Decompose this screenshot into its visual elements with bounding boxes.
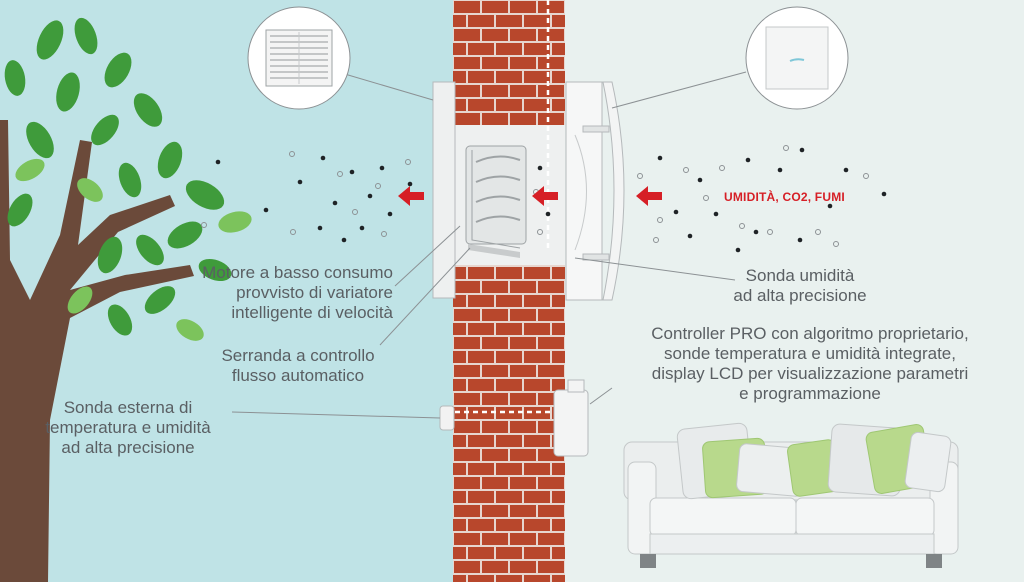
humidity-probe-label-line: Sonda umidità xyxy=(745,266,855,285)
particles xyxy=(201,145,887,253)
pollutants-label: UMIDITÀ, CO2, FUMI xyxy=(724,190,845,204)
controller-label: Controller PRO con algoritmo proprietari… xyxy=(600,324,1020,404)
external-probe-label-line: temperatura e umidità xyxy=(45,418,211,437)
motor-label-line: provvisto di variatore xyxy=(236,283,393,302)
motor-label-line: intelligente di velocità xyxy=(231,303,393,322)
external-probe-icon xyxy=(439,405,455,431)
flow-arrow-icon xyxy=(532,186,558,206)
controller-label-line: sonde temperatura e umidità integrate, xyxy=(663,344,956,363)
flow-arrow-icon xyxy=(398,186,424,206)
motor-label: Motore a basso consumo provvisto di vari… xyxy=(193,263,393,323)
shutter-icon xyxy=(465,145,527,258)
controller-label-line: Controller PRO con algoritmo proprietari… xyxy=(651,324,969,343)
controller-label-line: e programmazione xyxy=(739,384,881,403)
tree-icon xyxy=(0,17,252,582)
external-probe-label: Sonda esterna di temperatura e umidità a… xyxy=(28,398,228,458)
brick-wall xyxy=(453,0,565,582)
shutter-label: Serranda a controllo flusso automatico xyxy=(208,346,388,386)
controller-device xyxy=(553,379,589,457)
external-probe-label-line: Sonda esterna di xyxy=(63,398,193,417)
flow-arrows xyxy=(398,186,662,206)
motor-label-line: Motore a basso consumo xyxy=(202,263,393,282)
humidity-probe-label-line: ad alta precisione xyxy=(733,286,867,305)
sofa-icon xyxy=(623,422,959,568)
humidity-probe-label: Sonda umidità ad alta precisione xyxy=(710,266,890,306)
shutter-label-line: flusso automatico xyxy=(231,366,365,385)
fan-unit xyxy=(565,81,625,301)
wall-switch-icon xyxy=(745,6,849,110)
leader-lines xyxy=(231,71,747,419)
external-probe-label-line: ad alta precisione xyxy=(61,438,195,457)
external-grille-hood xyxy=(432,81,456,299)
shutter-label-line: Serranda a controllo xyxy=(221,346,375,365)
flow-arrow-icon xyxy=(636,186,662,206)
controller-label-line: display LCD per visualizzazione parametr… xyxy=(651,364,969,383)
grille-icon xyxy=(247,6,351,110)
